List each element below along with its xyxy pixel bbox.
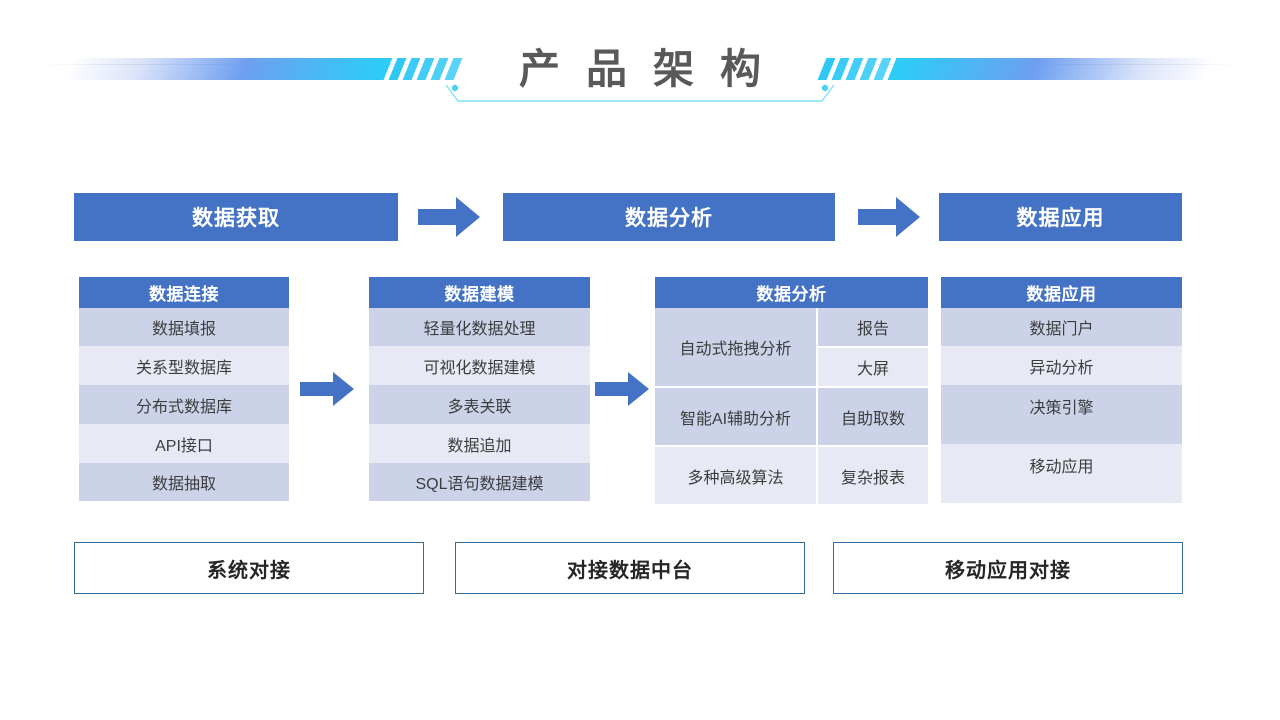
column-body: 数据填报 关系型数据库 分布式数据库 API接口 数据抽取: [79, 308, 289, 501]
list-item[interactable]: 分布式数据库: [79, 385, 289, 424]
list-item[interactable]: API接口: [79, 424, 289, 463]
list-item[interactable]: 数据追加: [369, 424, 590, 463]
column-header: 数据建模: [369, 277, 590, 308]
list-item[interactable]: 自动式拖拽分析: [655, 308, 816, 386]
list-item[interactable]: 数据填报: [79, 308, 289, 346]
arrow-right-icon: [858, 197, 920, 237]
list-item[interactable]: 数据门户: [941, 308, 1182, 346]
list-item[interactable]: 异动分析: [941, 346, 1182, 385]
column-header: 数据应用: [941, 277, 1182, 308]
stage-bar-label: 数据分析: [625, 207, 713, 230]
stage-bar-data-acquisition[interactable]: 数据获取: [74, 193, 398, 241]
list-item[interactable]: 可视化数据建模: [369, 346, 590, 385]
list-item[interactable]: 轻量化数据处理: [369, 308, 590, 346]
list-item[interactable]: SQL语句数据建模: [369, 463, 590, 501]
stage-bar-label: 数据应用: [1016, 207, 1105, 230]
list-item[interactable]: 多表关联: [369, 385, 590, 424]
arrow-right-icon: [300, 372, 354, 406]
column-header: 数据连接: [79, 277, 289, 308]
column-data-application: 数据应用 数据门户 异动分析 决策引擎 移动应用: [941, 277, 1182, 503]
analysis-right-subcolumn: 报告 大屏 自助取数 复杂报表: [818, 308, 928, 504]
list-item[interactable]: 报告: [818, 308, 928, 346]
title-bracket-icon: [444, 84, 836, 106]
stage-bar-data-application[interactable]: 数据应用: [939, 193, 1182, 241]
page-title: 产品架构: [519, 46, 787, 92]
column-data-analysis: 数据分析 自动式拖拽分析 智能AI辅助分析 多种高级算法 报告 大屏 自助取数 …: [655, 277, 928, 504]
column-header: 数据分析: [655, 277, 928, 308]
arrow-right-icon: [595, 372, 649, 406]
column-body: 数据门户 异动分析 决策引擎 移动应用: [941, 308, 1182, 503]
list-item[interactable]: 自助取数: [818, 388, 928, 445]
bottom-box-mobile-app-integration[interactable]: 移动应用对接: [833, 542, 1183, 594]
list-item[interactable]: 复杂报表: [818, 447, 928, 504]
list-item[interactable]: 数据抽取: [79, 463, 289, 501]
column-data-connection: 数据连接 数据填报 关系型数据库 分布式数据库 API接口 数据抽取: [79, 277, 289, 501]
list-item[interactable]: 决策引擎: [941, 385, 1182, 444]
arrow-right-icon: [418, 197, 480, 237]
stage-bar-label: 数据获取: [192, 207, 280, 230]
stage-bar-data-analysis[interactable]: 数据分析: [503, 193, 835, 241]
list-item[interactable]: 移动应用: [941, 444, 1182, 503]
list-item[interactable]: 关系型数据库: [79, 346, 289, 385]
column-data-modeling: 数据建模 轻量化数据处理 可视化数据建模 多表关联 数据追加 SQL语句数据建模: [369, 277, 590, 501]
list-item[interactable]: 大屏: [818, 348, 928, 386]
bottom-box-label: 移动应用对接: [945, 559, 1071, 582]
bottom-box-system-integration[interactable]: 系统对接: [74, 542, 424, 594]
analysis-left-subcolumn: 自动式拖拽分析 智能AI辅助分析 多种高级算法: [655, 308, 816, 504]
title-banner: 产品架构: [0, 0, 1280, 120]
bottom-box-data-midplatform[interactable]: 对接数据中台: [455, 542, 805, 594]
column-body: 轻量化数据处理 可视化数据建模 多表关联 数据追加 SQL语句数据建模: [369, 308, 590, 501]
list-item[interactable]: 智能AI辅助分析: [655, 388, 816, 445]
list-item[interactable]: 多种高级算法: [655, 447, 816, 504]
column-body: 自动式拖拽分析 智能AI辅助分析 多种高级算法 报告 大屏 自助取数 复杂报表: [655, 308, 928, 504]
bottom-box-label: 对接数据中台: [567, 559, 693, 582]
bottom-box-label: 系统对接: [207, 559, 291, 582]
